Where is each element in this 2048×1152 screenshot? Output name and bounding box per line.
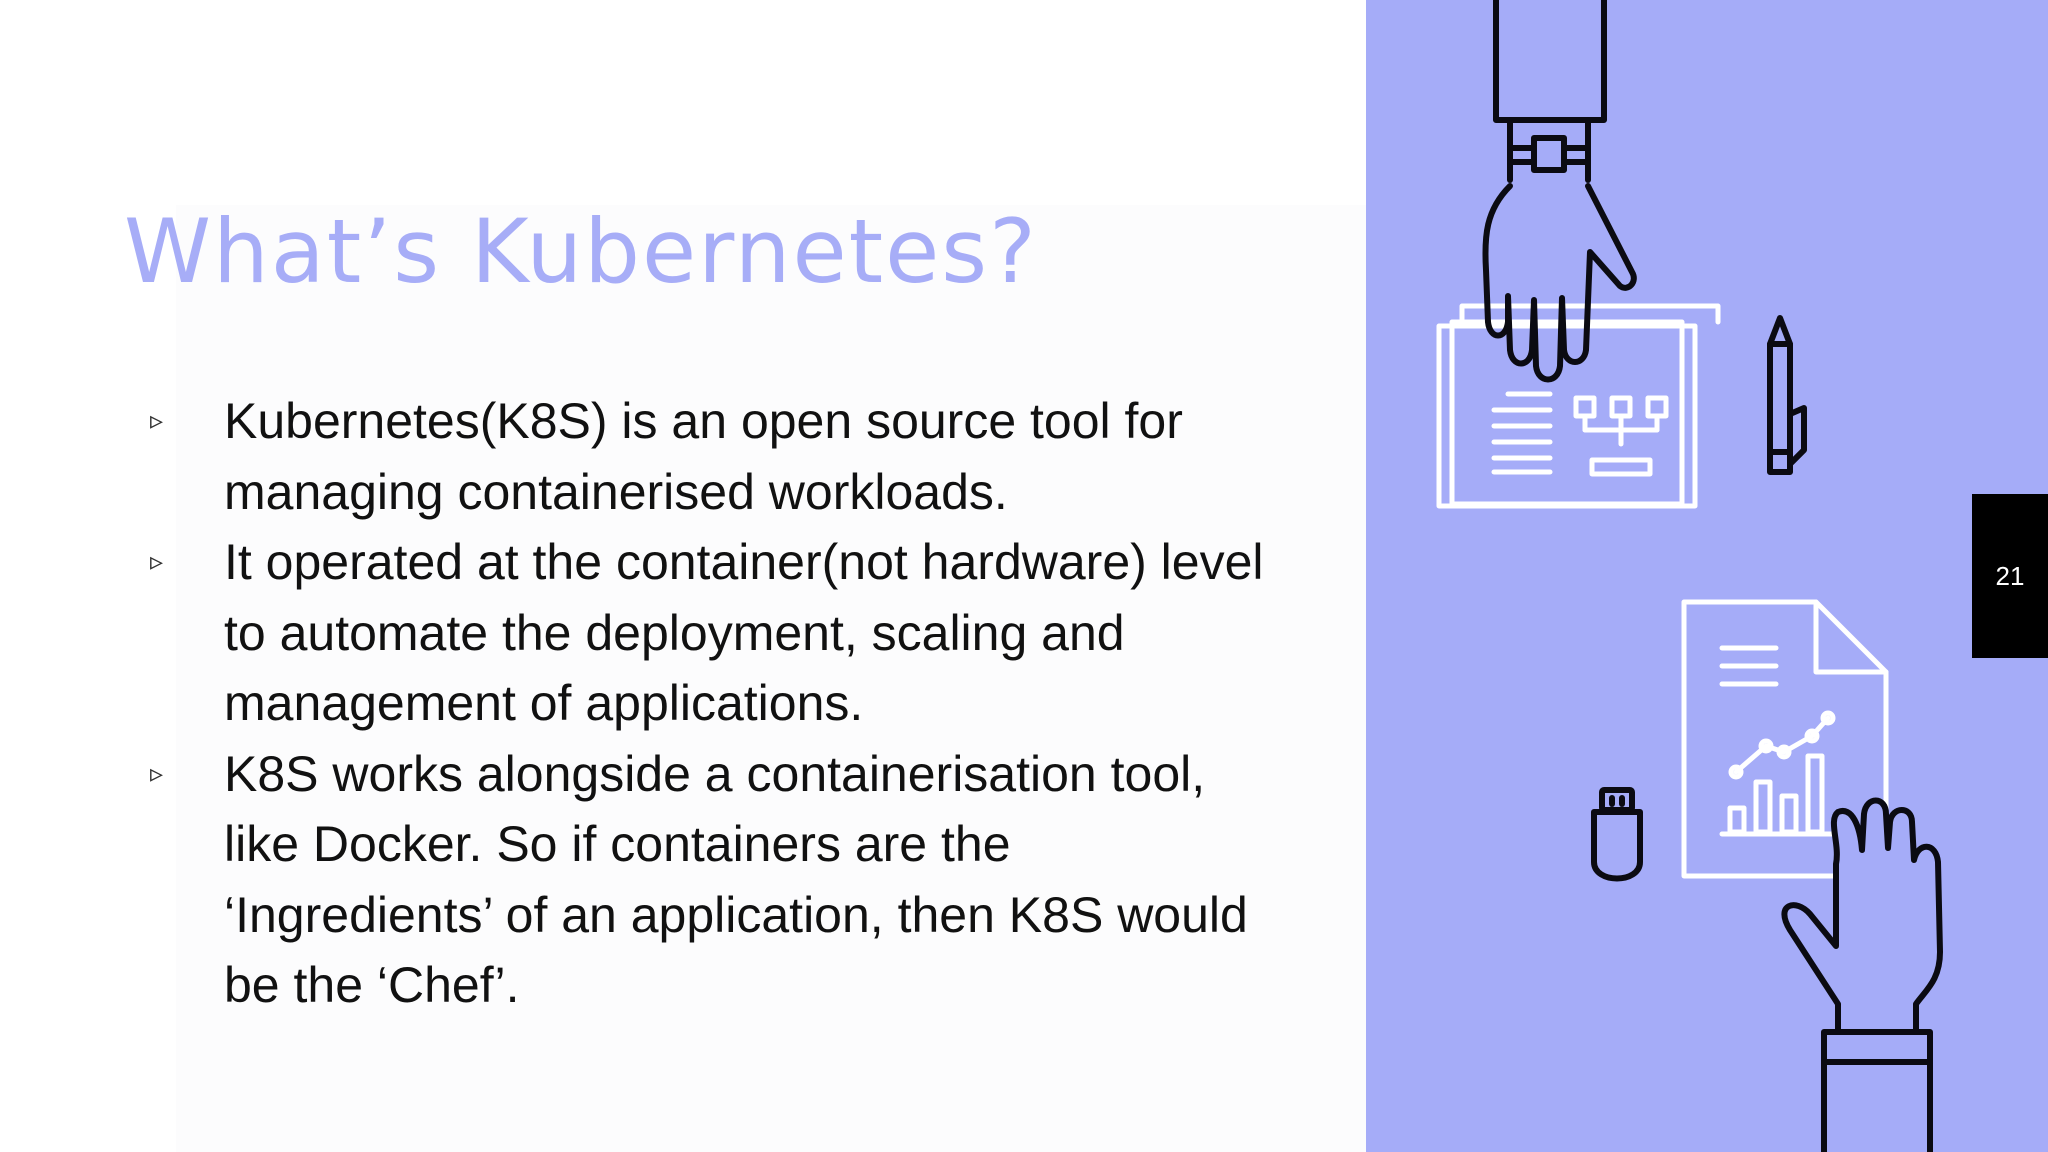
hand-icon bbox=[1482, 0, 1637, 383]
page-number: 21 bbox=[1995, 560, 2025, 591]
bullet-marker-icon: ▹ bbox=[150, 406, 164, 436]
content-pane: What’s Kubernetes? ▹ Kubernetes(K8S) is … bbox=[124, 200, 1366, 1152]
bullet-text: It operated at the container(not hardwar… bbox=[224, 534, 1264, 731]
bullet-text: Kubernetes(K8S) is an open source tool f… bbox=[224, 393, 1183, 520]
content-background bbox=[176, 205, 1366, 1152]
bullet-marker-icon: ▹ bbox=[150, 547, 164, 577]
document-folder-icon bbox=[1436, 303, 1721, 509]
report-chart-icon bbox=[1681, 599, 1889, 879]
bullet-item: ▹ It operated at the container(not hardw… bbox=[150, 527, 1270, 739]
text-lines-icon bbox=[1491, 391, 1553, 475]
bullet-marker-icon: ▹ bbox=[150, 758, 164, 789]
bullet-text: K8S works alongside a containerisation t… bbox=[224, 745, 1248, 1014]
bullet-item: ▹ Kubernetes(K8S) is an open source tool… bbox=[150, 386, 1270, 527]
bullet-item: ▹ K8S works alongside a containerisation… bbox=[150, 739, 1270, 1021]
illustration-panel bbox=[1366, 0, 2048, 1152]
hand-icon bbox=[1781, 797, 1943, 1152]
pencil-icon bbox=[1767, 315, 1807, 475]
illustration bbox=[1436, 0, 1943, 1152]
page-number-tab: 21 bbox=[1972, 494, 2048, 658]
usb-drive-icon bbox=[1591, 787, 1643, 882]
bullet-list: ▹ Kubernetes(K8S) is an open source tool… bbox=[150, 386, 1270, 1021]
slide-title: What’s Kubernetes? bbox=[124, 200, 1038, 303]
org-chart-icon bbox=[1573, 395, 1669, 477]
